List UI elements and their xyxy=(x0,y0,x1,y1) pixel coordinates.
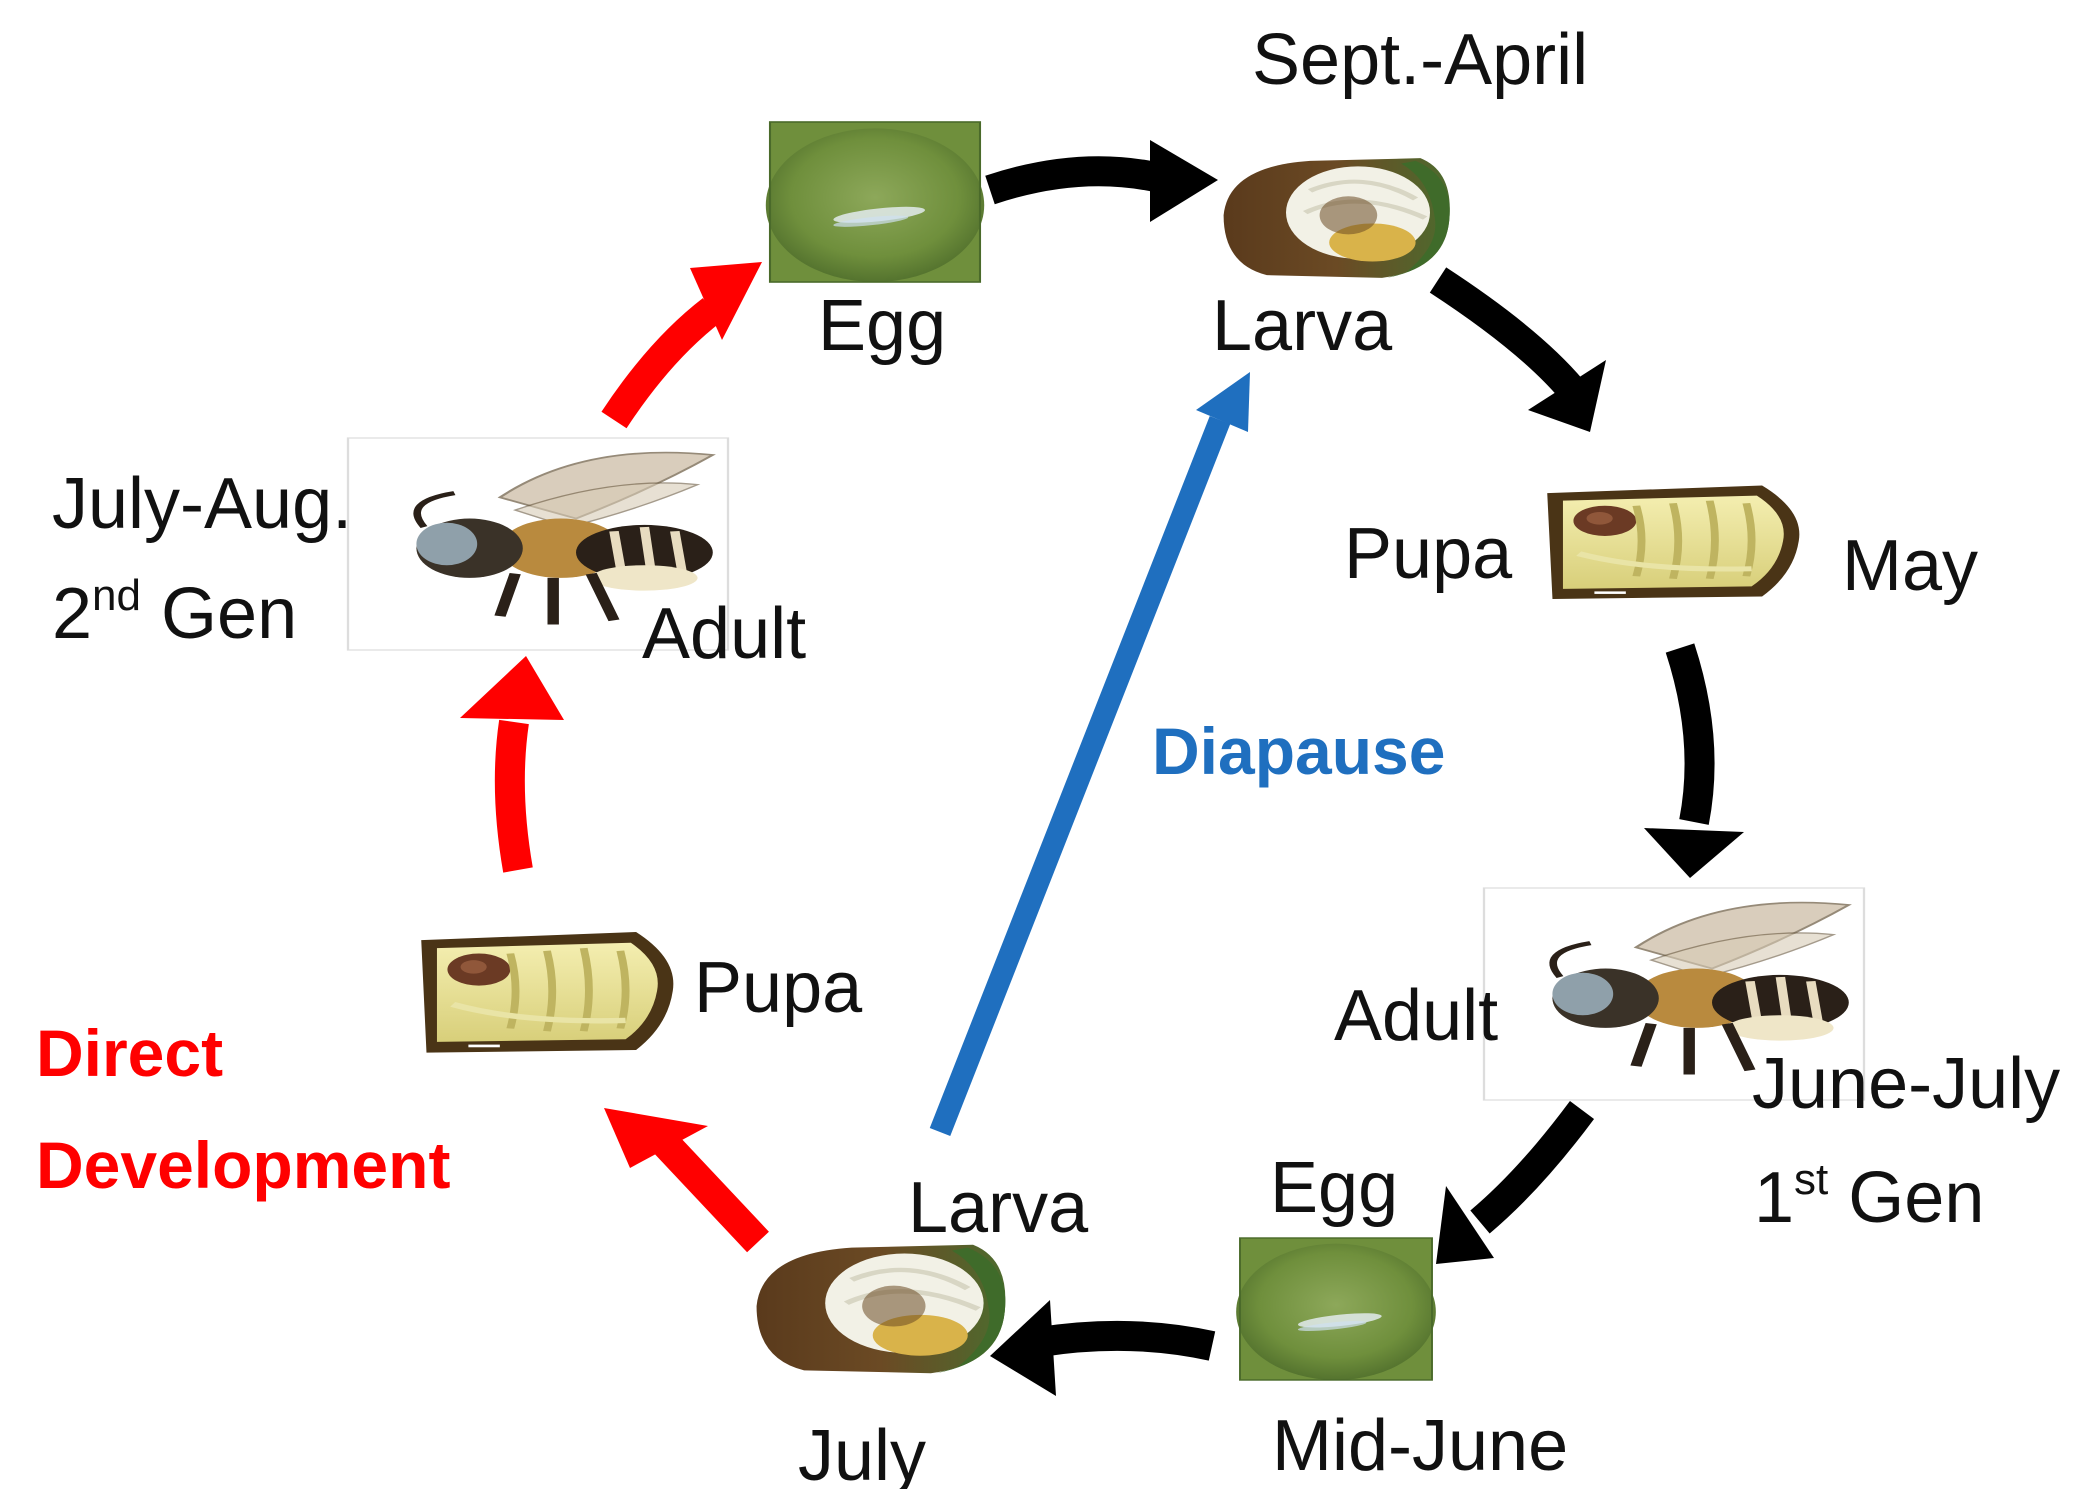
arrow-adult-to-egg xyxy=(1480,1110,1582,1222)
larva-photo-top xyxy=(1224,158,1450,278)
direct-development-label-line2: Development xyxy=(36,1132,450,1198)
stage-label-pupa-left: Pupa xyxy=(694,952,862,1024)
generation-label-second: 2nd Gen xyxy=(52,578,297,650)
stage-label-pupa-right: Pupa xyxy=(1344,518,1512,590)
arrowhead-egg-to-larva-top xyxy=(1150,140,1218,222)
arrow-larva-to-pupa xyxy=(1438,280,1572,390)
timing-label-egg-bottom: Mid-June xyxy=(1272,1410,1568,1482)
stage-label-larva-top: Larva xyxy=(1212,290,1392,362)
arrowhead-direct-pupa-to-adult xyxy=(460,656,564,720)
pupa-photo-left xyxy=(421,932,673,1053)
arrow-direct-adult-to-egg xyxy=(614,310,712,420)
timing-label-larva-top: Sept.-April xyxy=(1252,24,1588,96)
stage-label-adult-right: Adult xyxy=(1334,980,1498,1052)
timing-label-adult-left: July-Aug. xyxy=(52,468,352,540)
stage-label-egg-bottom: Egg xyxy=(1270,1152,1398,1224)
pupa-photo-right xyxy=(1547,486,1799,599)
stage-label-adult-left: Adult xyxy=(642,598,806,670)
direct-development-label-line1: Direct xyxy=(36,1020,223,1086)
arrow-pupa-to-adult xyxy=(1680,648,1700,822)
larva-photo-bottom xyxy=(757,1245,1006,1373)
arrow-direct-pupa-to-adult xyxy=(510,722,518,870)
arrow-egg-to-larva-bottom xyxy=(1040,1336,1212,1346)
egg-photo-top xyxy=(766,122,984,282)
timing-label-larva-bottom: July xyxy=(798,1420,926,1489)
timing-label-pupa-right: May xyxy=(1842,530,1978,602)
diapause-label: Diapause xyxy=(1152,718,1445,784)
arrow-direct-larva-to-pupa xyxy=(664,1142,758,1242)
timing-label-adult-right: June-July xyxy=(1752,1048,2060,1120)
arrowhead-pupa-to-adult xyxy=(1644,828,1744,878)
generation-label-first: 1st Gen xyxy=(1754,1162,1984,1234)
stage-label-larva-bottom: Larva xyxy=(908,1172,1088,1244)
egg-photo-bottom xyxy=(1236,1238,1436,1380)
arrow-egg-to-larva-top xyxy=(990,171,1160,190)
stage-label-egg-top: Egg xyxy=(818,290,946,362)
